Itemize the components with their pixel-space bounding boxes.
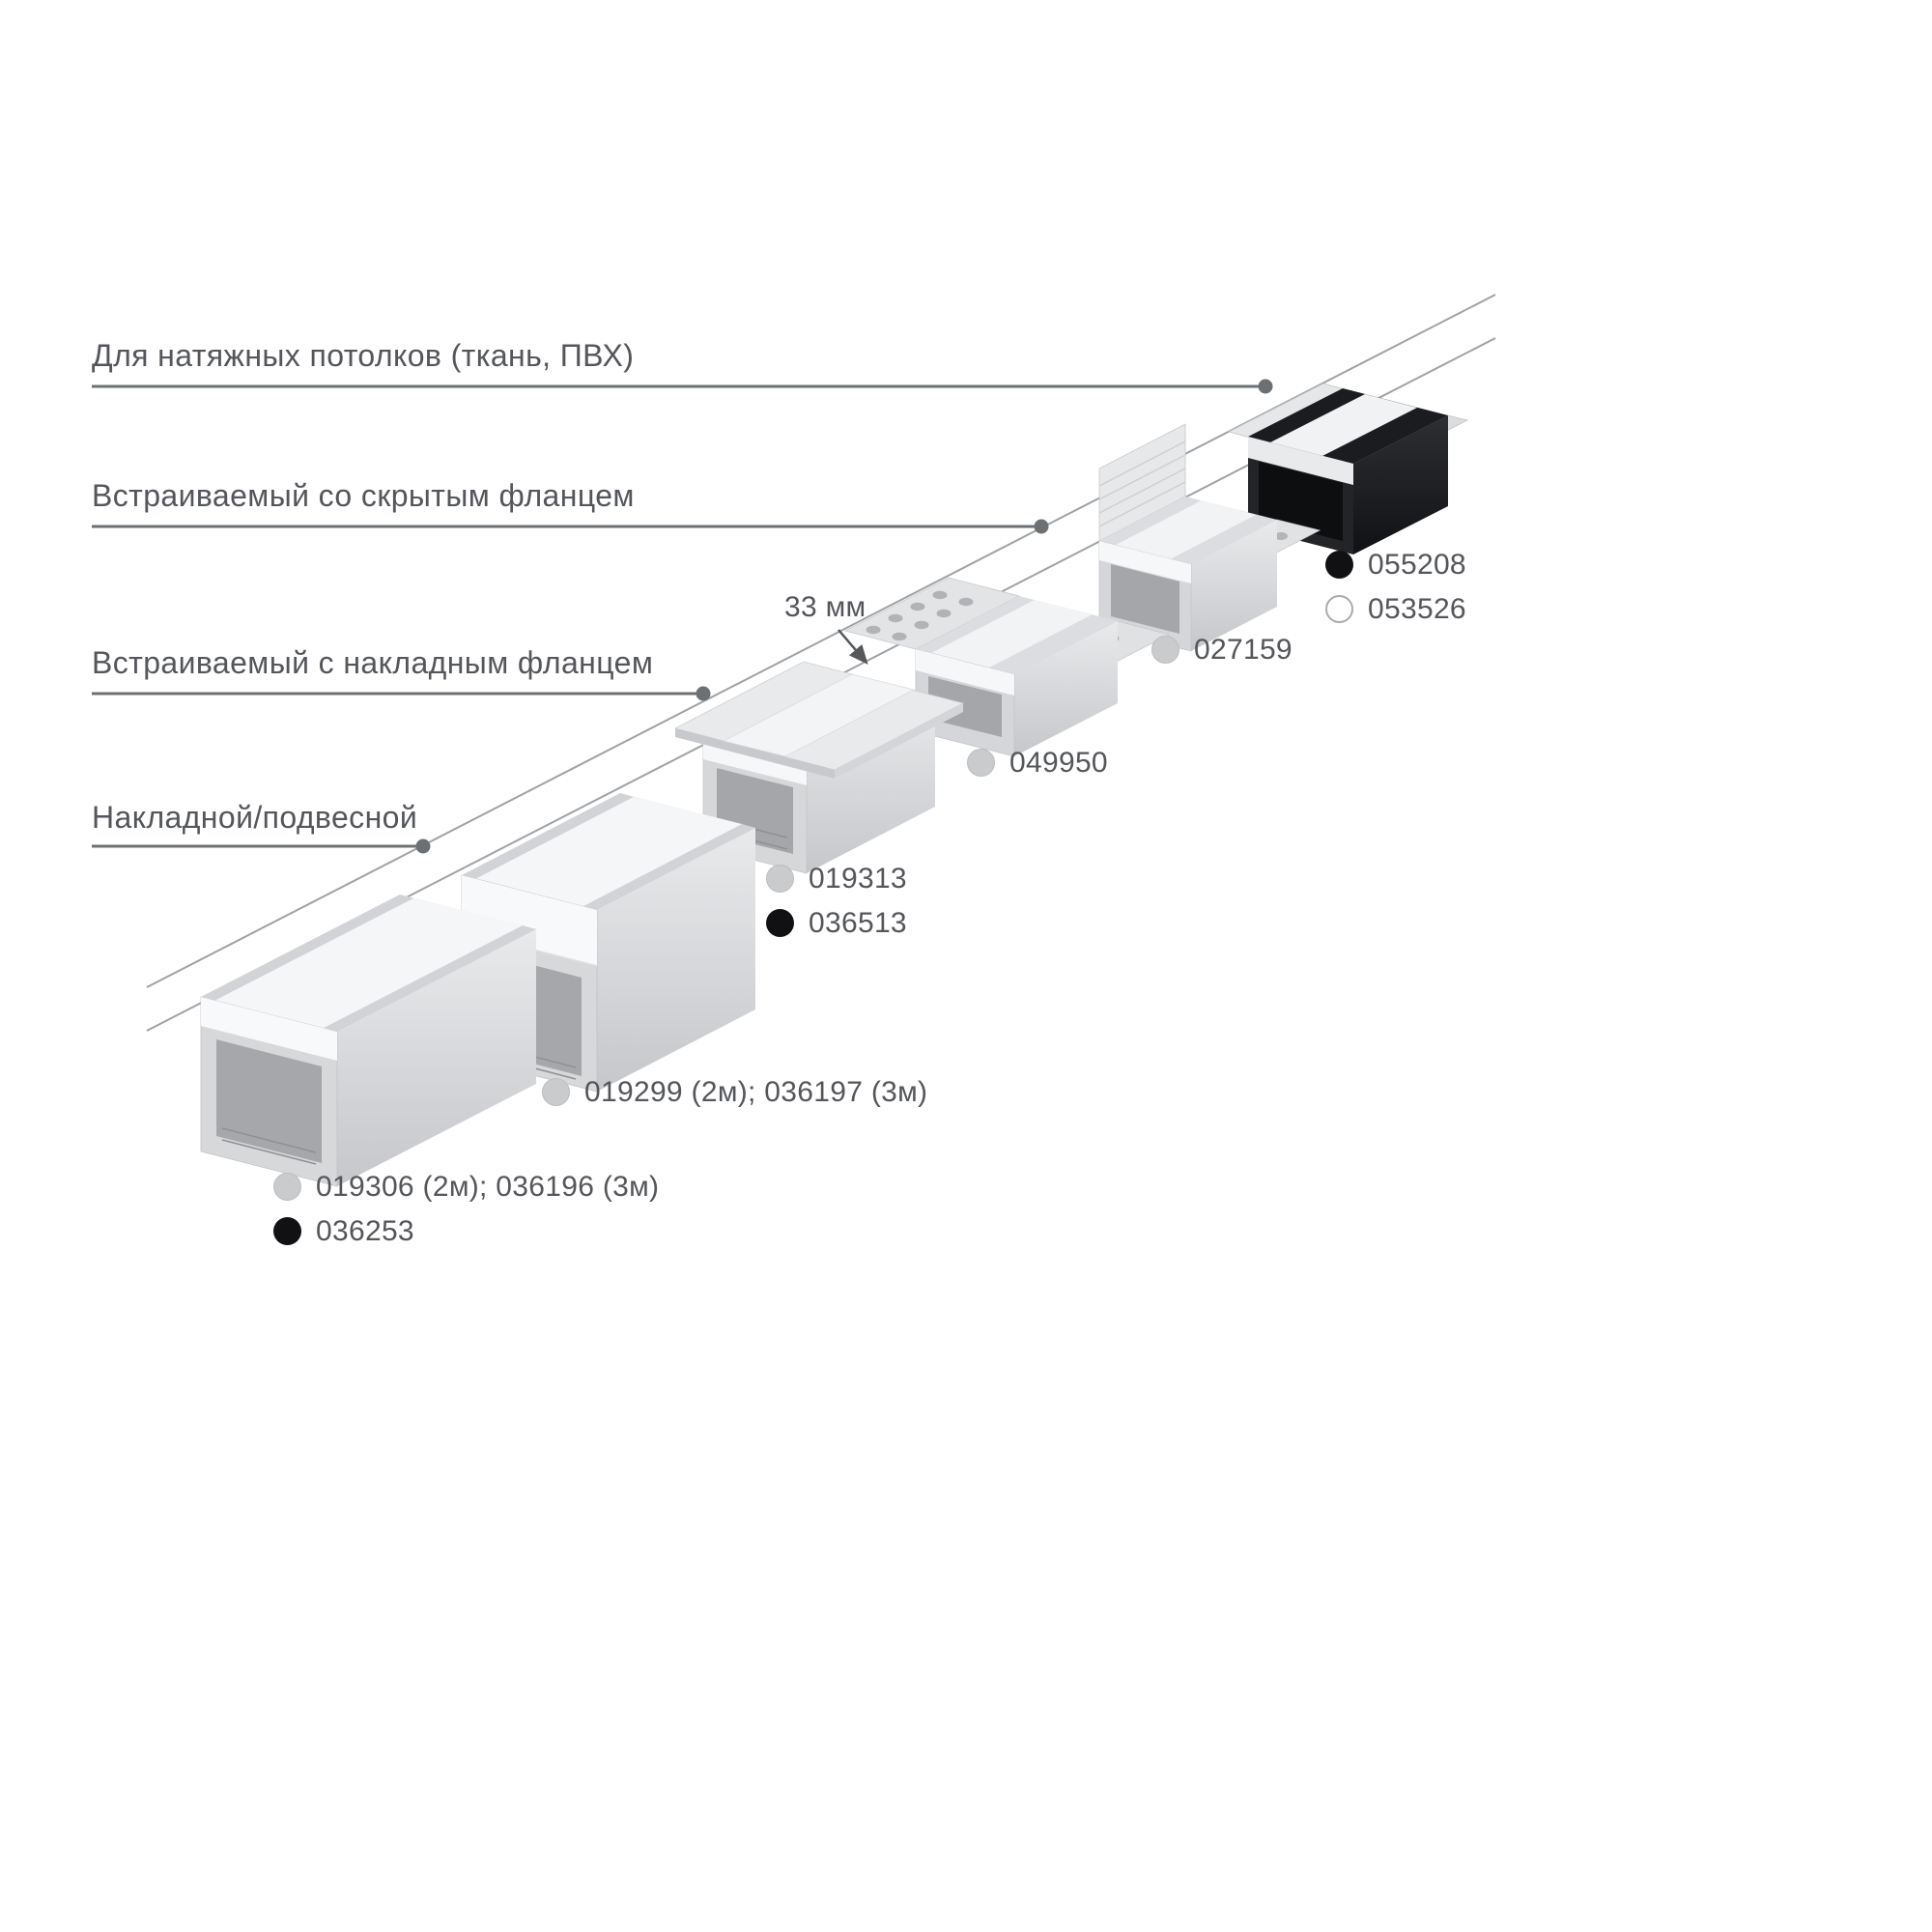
product-code-row: 036513 — [766, 906, 907, 939]
product-code: 019306 (2м); 036196 (3м) — [316, 1170, 660, 1203]
category-label-surface: Накладной/подвесной — [92, 800, 418, 835]
product-code: 053526 — [1368, 592, 1466, 625]
code-group-surface-a: 019306 (2м); 036196 (3м) 036253 — [273, 1170, 660, 1247]
product-code-row: 053526 — [1325, 592, 1466, 625]
product-code: 049950 — [1009, 746, 1108, 779]
product-code-row: 019299 (2м); 036197 (3м) — [542, 1075, 928, 1108]
dimension-label: 33 мм — [784, 591, 867, 623]
leader-line-dots — [415, 379, 1273, 854]
product-code-row: 049950 — [967, 746, 1108, 779]
profile-recessed-surface-flange — [673, 661, 965, 874]
dimension-arrow — [838, 629, 868, 665]
code-group-stretch-profile: 055208 053526 — [1325, 548, 1466, 625]
category-label-stretch: Для натяжных потолков (ткань, ПВХ) — [92, 338, 635, 373]
product-code-row: 055208 — [1325, 548, 1466, 581]
product-code-row: 019313 — [766, 862, 907, 895]
leader-lines — [92, 384, 1265, 848]
product-code: 019313 — [809, 862, 907, 895]
product-code: 036513 — [809, 906, 907, 939]
product-code-row: 027159 — [1151, 633, 1293, 666]
profile-stretch-ceiling — [1227, 383, 1469, 554]
color-swatch — [542, 1078, 570, 1106]
color-swatch — [1151, 636, 1179, 664]
code-group-hidden-flange-a: 049950 — [967, 746, 1108, 779]
product-code-row: 019306 (2м); 036196 (3м) — [273, 1170, 660, 1203]
product-code: 027159 — [1194, 633, 1293, 666]
product-code: 055208 — [1368, 548, 1466, 581]
category-label-hidden-flange: Встраиваемый со скрытым фланцем — [92, 478, 635, 513]
product-code: 036253 — [316, 1214, 414, 1247]
code-group-surface-flange: 019313 036513 — [766, 862, 907, 939]
profile-surface-large — [200, 895, 536, 1187]
color-swatch — [273, 1217, 301, 1245]
code-group-hidden-flange-b: 027159 — [1151, 633, 1293, 666]
category-label-surface-flange: Встраиваемый с накладным фланцем — [92, 645, 654, 680]
product-code-row: 036253 — [273, 1214, 659, 1247]
product-code: 019299 (2м); 036197 (3м) — [584, 1075, 928, 1108]
color-swatch — [766, 909, 794, 937]
color-swatch — [273, 1173, 301, 1201]
code-group-surface-b: 019299 (2м); 036197 (3м) — [542, 1075, 928, 1108]
profile-recessed-hidden-flange-a — [843, 577, 1171, 757]
color-swatch — [1325, 595, 1353, 623]
color-swatch — [967, 749, 995, 777]
color-swatch — [1325, 551, 1353, 579]
color-swatch — [766, 865, 794, 893]
